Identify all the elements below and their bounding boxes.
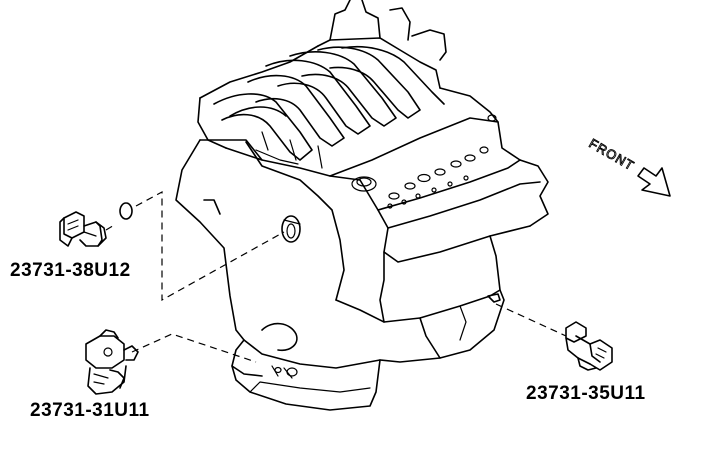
sensor-bore (281, 215, 301, 243)
part-number-label-right: 23731-35U11 (526, 383, 646, 404)
cam-position-sensor-bottom (85, 329, 139, 395)
crank-position-sensor (565, 321, 613, 371)
part-number-label-bottom-left: 23731-31U11 (30, 400, 150, 421)
engine-assembly (175, 0, 549, 411)
front-arrow-icon (637, 167, 671, 197)
front-direction-marker: FRONT (586, 135, 671, 197)
front-label: FRONT (587, 136, 638, 174)
cam-position-sensor-top (59, 211, 107, 247)
leader-lines (105, 190, 567, 363)
valve-cover-details (351, 114, 497, 209)
o-ring (119, 202, 133, 220)
part-number-label-top: 23731-38U12 (10, 260, 131, 281)
